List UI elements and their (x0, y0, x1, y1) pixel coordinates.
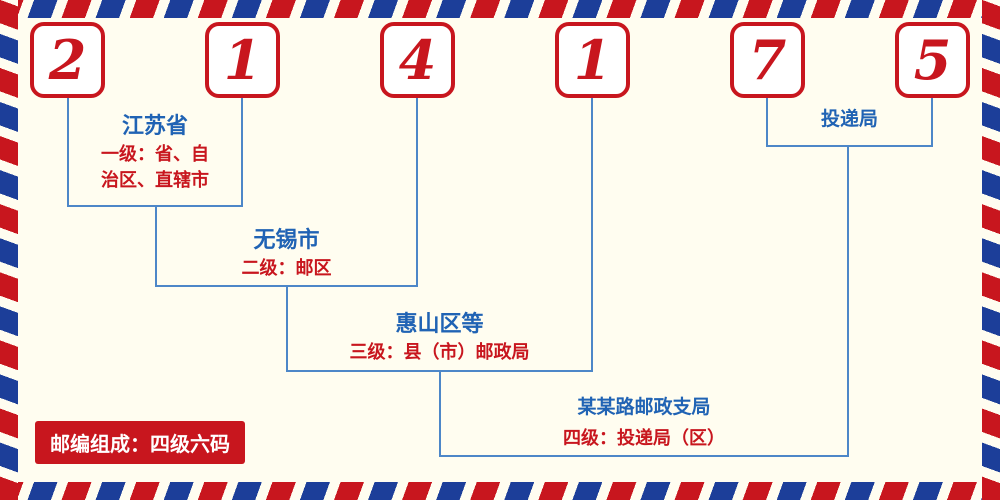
level2-place: 无锡市 (253, 228, 320, 253)
bracket5-bottom-line (766, 145, 933, 147)
bracket1-left-line (67, 98, 69, 207)
digit-5: 7 (748, 28, 787, 92)
airmail-border-bottom (0, 482, 1000, 500)
level2-desc: 二级：邮区 (241, 258, 332, 279)
delivery-office-callout: 投递局 (766, 106, 933, 132)
level3-callout: 惠山区等 三级：县（市）邮政局 (286, 310, 593, 366)
digit-4: 1 (573, 28, 612, 92)
digit-1: 2 (48, 28, 87, 92)
digit-6: 5 (913, 28, 952, 92)
digit-box-4: 1 (555, 22, 630, 98)
digit-box-6: 5 (895, 22, 970, 98)
bracket5-left-line (766, 98, 768, 147)
bracket4-bottom-line (439, 455, 849, 457)
level3-desc: 三级：县（市）邮政局 (349, 342, 530, 363)
digit-box-5: 7 (730, 22, 805, 98)
level3-place: 惠山区等 (395, 312, 484, 337)
bracket4-right-riser-line (847, 145, 849, 457)
airmail-border-top (0, 0, 1000, 18)
level4-desc: 四级：投递局（区） (563, 428, 725, 449)
digit-3: 4 (398, 28, 437, 92)
airmail-border-left (0, 0, 18, 500)
bracket2-left-line (155, 205, 157, 287)
level2-callout: 无锡市 二级：邮区 (155, 226, 418, 282)
bracket1-right-line (241, 98, 243, 207)
bracket3-right-line (591, 98, 593, 372)
digit-box-2: 1 (205, 22, 280, 98)
digit-box-1: 2 (30, 22, 105, 98)
bracket3-left-line (286, 285, 288, 372)
airmail-border-right (982, 0, 1000, 500)
bracket4-left-line (439, 370, 441, 457)
bracket5-right-line (931, 98, 933, 147)
level1-place: 江苏省 (121, 114, 188, 139)
level1-desc-line1: 一级：省、自 (101, 144, 209, 165)
delivery-office-label: 投递局 (820, 108, 878, 130)
level1-desc-line2: 治区、直辖市 (101, 170, 209, 191)
bracket2-right-line (416, 98, 418, 287)
digit-2: 1 (223, 28, 262, 92)
composition-badge: 邮编组成：四级六码 (35, 421, 245, 464)
digit-box-3: 4 (380, 22, 455, 98)
level4-place: 某某路邮政支局 (577, 396, 711, 418)
level4-callout: 某某路邮政支局 四级：投递局（区） (484, 394, 804, 452)
level1-callout: 江苏省 一级：省、自 治区、直辖市 (67, 112, 243, 194)
